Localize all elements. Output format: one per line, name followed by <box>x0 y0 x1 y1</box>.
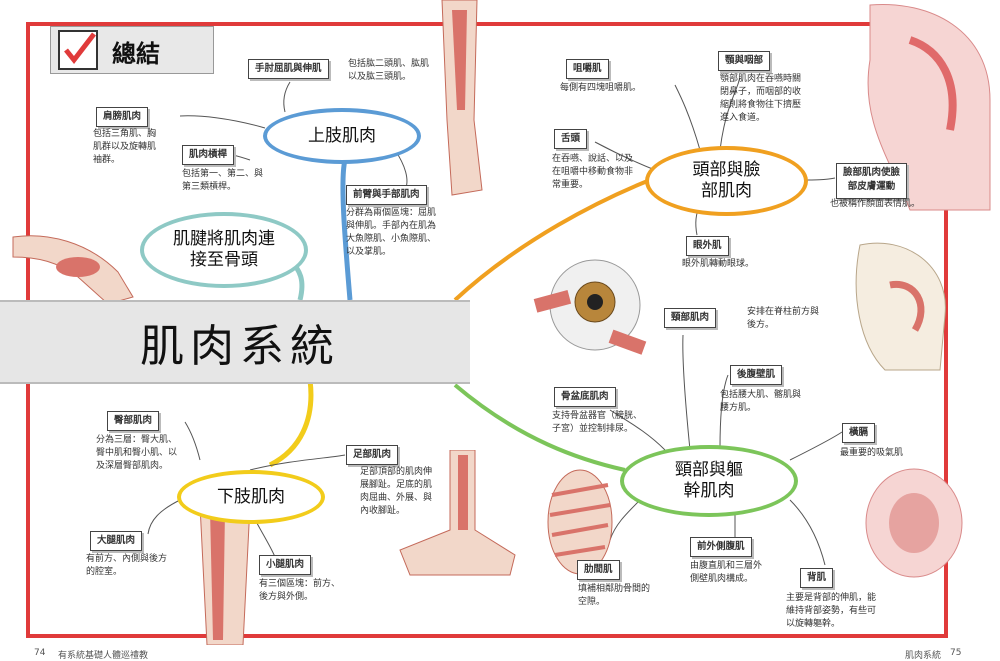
label-neck-muscles: 頸部肌肉 <box>664 308 717 328</box>
arm-illustration <box>441 0 483 196</box>
desc-calf: 有三個區塊：前方、 後方與外側。 <box>259 579 341 602</box>
label-anterolateral-abdominal: 前外側腹肌 <box>690 537 752 557</box>
label-tongue: 舌頭 <box>554 129 588 149</box>
diaphragm-illustration <box>865 468 963 578</box>
leg-illustration <box>199 505 251 645</box>
label-lever: 肌肉槓桿 <box>182 145 235 165</box>
head-muscle-illustration <box>867 3 991 211</box>
label-chewing: 咀嚼肌 <box>566 59 609 79</box>
checkmark-icon <box>58 30 98 70</box>
label-jaw-pharynx: 顎與咽部 <box>718 51 771 71</box>
desc-thigh: 有前方、內側與後方 的腔室。 <box>86 554 168 577</box>
footer-right-page-number: 75 <box>950 648 962 658</box>
group-neck-trunk: 頸部與軀 幹肌肉 <box>620 445 798 517</box>
label-facial-muscles: 臉部肌肉使臉 部皮膚運動 <box>836 163 908 199</box>
desc-intercostal: 填補相鄰肋骨間的 空隙。 <box>578 584 651 607</box>
biceps-illustration <box>12 235 134 305</box>
label-shoulder: 肩膀肌肉 <box>96 107 149 127</box>
eye-illustration <box>533 259 647 355</box>
footer-left-page-number: 74 <box>34 648 46 658</box>
label-forearm-hand: 前臂與手部肌肉 <box>346 185 427 205</box>
desc-facial-muscles: 也被稱作顏面表情肌。 <box>830 199 921 209</box>
group-tendon: 肌腱將肌肉連 接至骨頭 <box>140 212 308 288</box>
desc-tongue: 在吞嚥、說話、以及 在咀嚼中移動食物非 常重要。 <box>552 154 634 190</box>
desc-lever: 包括第一、第二、與 第三類槓桿。 <box>182 169 264 192</box>
desc-extraocular: 眼外肌轉動眼球。 <box>682 259 755 269</box>
label-extraocular: 眼外肌 <box>686 236 729 256</box>
summary-label: 總結 <box>112 40 160 68</box>
desc-back-muscles: 主要是背部的伸肌，能 維持背部姿勢，有些可 以旋轉軀幹。 <box>786 593 877 629</box>
skull-illustration <box>855 242 946 371</box>
page-title: 肌肉系統 <box>140 321 340 372</box>
label-thigh: 大腿肌肉 <box>90 531 143 551</box>
label-diaphragm: 橫膈 <box>842 423 876 443</box>
desc-shoulder: 包括三角肌、胸 肌群以及旋轉肌 袖群。 <box>93 129 157 165</box>
label-foot: 足部肌肉 <box>346 445 399 465</box>
group-head-face: 頭部與臉 部肌肉 <box>645 146 808 216</box>
desc-neck-muscles: 安排在脊柱前方與 後方。 <box>747 307 820 330</box>
label-calf: 小腿肌肉 <box>259 555 312 575</box>
desc-forearm-hand: 分群為兩個區塊：屈肌 與伸肌。手部內在肌為 大魚際肌、小魚際肌、 以及掌肌。 <box>346 208 437 257</box>
desc-chewing: 每側有四塊咀嚼肌。 <box>560 83 642 93</box>
label-elbow-muscles: 手肘屈肌與伸肌 <box>248 59 329 79</box>
group-upper-limb: 上肢肌肉 <box>263 108 421 164</box>
desc-anterolateral-abdominal: 由腹直肌和三層外 側壁肌肉構成。 <box>690 561 763 584</box>
desc-posterior-abdominal: 包括腰大肌、髂肌與 腰方肌。 <box>720 390 802 413</box>
label-pelvic-floor: 骨盆底肌肉 <box>554 387 616 407</box>
desc-hip: 分為三層：臀大肌、 臀中肌和臀小肌、以 及深層臀部肌肉。 <box>96 435 178 471</box>
desc-foot: 足部頂部的肌肉伸 展腳趾。足底的肌 肉屈曲、外展、與 內收腳趾。 <box>360 467 433 516</box>
desc-diaphragm: 最重要的吸氣肌 <box>840 448 904 458</box>
label-posterior-abdominal: 後腹壁肌 <box>730 365 783 385</box>
footer-right-text: 肌肉系統 <box>905 651 942 661</box>
title-band <box>0 300 470 384</box>
footer-left-text: 有系統基礎人體巡禮教 <box>58 651 149 661</box>
label-hip: 臀部肌肉 <box>107 411 160 431</box>
foot-illustration <box>399 450 516 576</box>
desc-pelvic-floor: 支持骨盆器官（膀胱、 子宮）並控制排尿。 <box>552 411 643 434</box>
label-back-muscles: 背肌 <box>800 568 834 588</box>
desc-jaw-pharynx: 顎部肌肉在吞嚥時關 閉鼻子，而咽部的收 縮則將食物往下擠壓 進入食道。 <box>720 74 802 123</box>
group-lower-limb: 下肢肌肉 <box>177 470 325 524</box>
desc-elbow-muscles: 包括肱二頭肌、肱肌 以及肱三頭肌。 <box>348 59 430 82</box>
label-intercostal: 肋間肌 <box>577 560 620 580</box>
